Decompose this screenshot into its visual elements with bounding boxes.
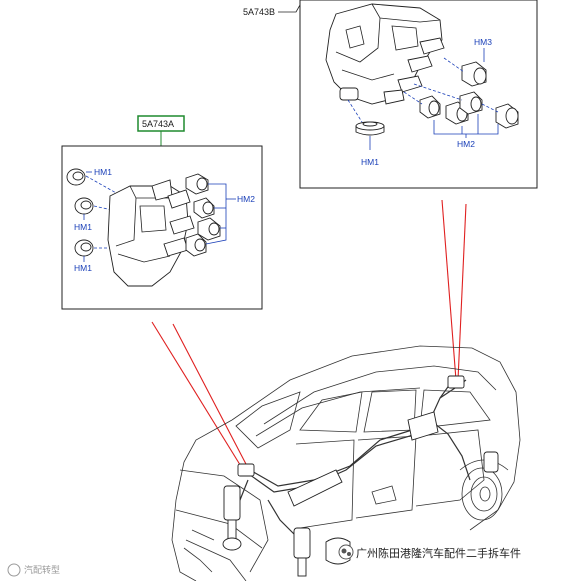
- detail-panel-5a743b: 5A743B HM3: [243, 0, 538, 189]
- label-hm1-a2: HM1: [74, 222, 92, 232]
- grommets-hm1-a: HM1 HM1 HM1: [66, 167, 119, 273]
- fittings-hm2-b: HM2: [403, 83, 519, 149]
- pointer-lines: [151, 199, 467, 469]
- front-valve-block-small: [237, 463, 255, 477]
- watermark-right-text: 广州陈田港隆汽车配件二手拆车件: [356, 546, 521, 560]
- rear-valve-block-small: [447, 375, 465, 389]
- label-hm1-a1: HM1: [94, 167, 112, 177]
- watermark-left: 汽配转型: [7, 563, 60, 577]
- ref-5a743b: 5A743B: [243, 7, 275, 17]
- air-reservoir: [287, 411, 439, 507]
- front-air-strut-left: [222, 485, 242, 551]
- front-air-strut-right: [293, 527, 311, 577]
- air-lines: [227, 379, 471, 541]
- fittings-hm2-a: HM2: [185, 173, 255, 257]
- label-hm2-a: HM2: [237, 194, 255, 204]
- watermark-right: 广州陈田港隆汽车配件二手拆车件: [338, 544, 521, 560]
- ref-5a743a: 5A743A: [142, 119, 174, 129]
- watermark-left-text: 汽配转型: [24, 564, 60, 576]
- label-hm2-b: HM2: [457, 139, 475, 149]
- label-hm1-b: HM1: [361, 157, 379, 167]
- label-hm3: HM3: [474, 37, 492, 47]
- valve-block-b: [325, 3, 445, 105]
- label-hm1-a3: HM1: [74, 263, 92, 273]
- detail-panel-5a743a: 5A743A HM1 HM1 HM1: [61, 115, 263, 310]
- grommet-hm1-b: HM1: [347, 99, 385, 167]
- fitting-hm3: HM3: [443, 37, 492, 87]
- rear-wheel: [459, 459, 509, 521]
